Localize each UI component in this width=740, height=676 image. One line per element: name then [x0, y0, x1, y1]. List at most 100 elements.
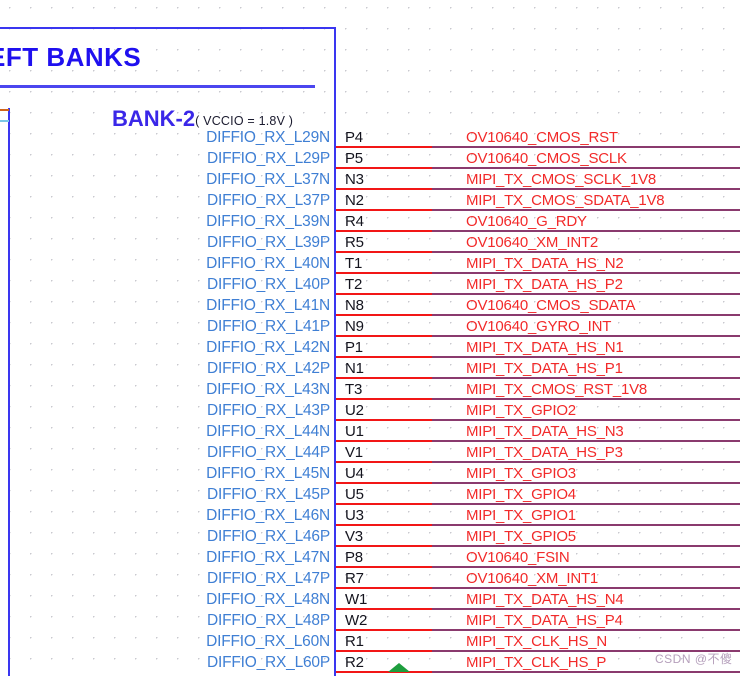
pin-wire-segment[interactable] — [336, 629, 432, 631]
net-wire-segment[interactable] — [432, 440, 740, 442]
pin-name-label: DIFFIO_RX_L48N — [206, 591, 330, 608]
pin-wire-segment[interactable] — [336, 230, 432, 232]
net-wire-segment[interactable] — [432, 629, 740, 631]
net-wire-segment[interactable] — [432, 272, 740, 274]
net-wire-segment[interactable] — [432, 146, 740, 148]
net-wire-segment[interactable] — [432, 587, 740, 589]
pin-name-label: DIFFIO_RX_L45N — [206, 465, 330, 482]
net-wire-segment[interactable] — [432, 167, 740, 169]
net-wire-segment[interactable] — [432, 251, 740, 253]
net-wire-segment[interactable] — [432, 650, 740, 652]
net-name-label: OV10640_XM_INT1 — [466, 570, 599, 587]
pin-wire-segment[interactable] — [336, 545, 432, 547]
pin-name-label: DIFFIO_RX_L42N — [206, 339, 330, 356]
pin-number-label: T3 — [345, 381, 363, 398]
pin-wire-segment[interactable] — [336, 440, 432, 442]
net-wire-segment[interactable] — [432, 209, 740, 211]
net-wire-segment[interactable] — [432, 566, 740, 568]
net-wire-segment[interactable] — [432, 419, 740, 421]
pin-number-label: U2 — [345, 402, 364, 419]
net-wire-segment[interactable] — [432, 503, 740, 505]
pin-number-label: R4 — [345, 213, 364, 230]
net-name-label: MIPI_TX_DATA_HS_N4 — [466, 591, 624, 608]
net-wire-segment[interactable] — [432, 671, 740, 673]
pin-wire-segment[interactable] — [336, 650, 432, 652]
pin-name-label: DIFFIO_RX_L43N — [206, 381, 330, 398]
net-wire-segment[interactable] — [432, 293, 740, 295]
pin-wire-segment[interactable] — [336, 251, 432, 253]
net-wire-segment[interactable] — [432, 398, 740, 400]
pin-wire-segment[interactable] — [336, 272, 432, 274]
pin-wire-segment[interactable] — [336, 377, 432, 379]
symbol-body-edge — [334, 275, 336, 296]
pin-wire-segment[interactable] — [336, 356, 432, 358]
pin-wire-segment[interactable] — [336, 398, 432, 400]
pin-name-label: DIFFIO_RX_L29P — [207, 150, 330, 167]
symbol-body-edge — [334, 443, 336, 464]
net-wire-segment[interactable] — [432, 188, 740, 190]
symbol-body-edge — [334, 485, 336, 506]
pin-wire-segment[interactable] — [336, 146, 432, 148]
pin-wire-segment[interactable] — [336, 293, 432, 295]
pin-name-label: DIFFIO_RX_L41P — [207, 318, 330, 335]
pin-number-label: N2 — [345, 192, 364, 209]
pin-number-label: R5 — [345, 234, 364, 251]
net-name-label: MIPI_TX_GPIO5 — [466, 528, 576, 545]
net-wire-segment[interactable] — [432, 608, 740, 610]
net-wire-segment[interactable] — [432, 356, 740, 358]
pin-wire-segment[interactable] — [336, 335, 432, 337]
pin-wire-segment[interactable] — [336, 587, 432, 589]
pin-wire-segment[interactable] — [336, 524, 432, 526]
net-wire-segment[interactable] — [432, 314, 740, 316]
pin-number-label: N1 — [345, 360, 364, 377]
net-wire-segment[interactable] — [432, 524, 740, 526]
pin-number-label: N8 — [345, 297, 364, 314]
pin-wire-segment[interactable] — [336, 671, 432, 673]
net-wire-segment[interactable] — [432, 377, 740, 379]
pin-wire-segment[interactable] — [336, 209, 432, 211]
pin-wire-segment[interactable] — [336, 608, 432, 610]
net-wire-segment[interactable] — [432, 482, 740, 484]
net-wire-segment[interactable] — [432, 335, 740, 337]
pin-wire-segment[interactable] — [336, 188, 432, 190]
symbol-left-pin-stub-2 — [0, 120, 9, 122]
pin-wire-segment[interactable] — [336, 503, 432, 505]
net-wire-segment[interactable] — [432, 461, 740, 463]
pin-name-label: DIFFIO_RX_L40P — [207, 276, 330, 293]
pin-wire-segment[interactable] — [336, 167, 432, 169]
pin-wire-segment[interactable] — [336, 566, 432, 568]
pin-wire-segment[interactable] — [336, 419, 432, 421]
net-name-label: MIPI_TX_CLK_HS_N — [466, 633, 608, 650]
net-wire-segment[interactable] — [432, 545, 740, 547]
pin-wire-segment[interactable] — [336, 482, 432, 484]
net-wire-segment[interactable] — [432, 230, 740, 232]
pin-wire-segment[interactable] — [336, 314, 432, 316]
pin-wire-segment[interactable] — [336, 461, 432, 463]
